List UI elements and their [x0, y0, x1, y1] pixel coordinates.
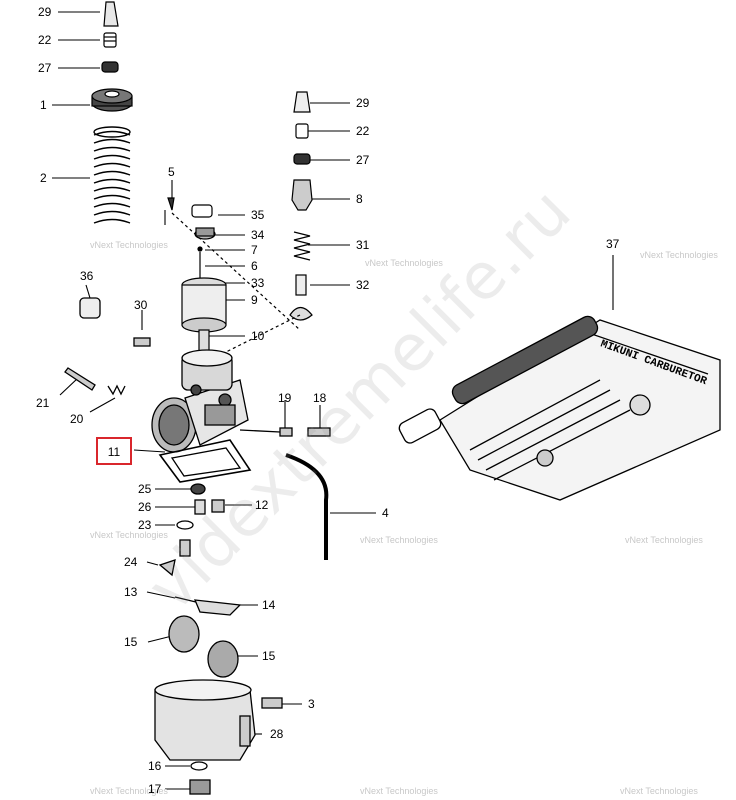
- highlighted-part-11[interactable]: 11: [96, 437, 132, 465]
- callout-9[interactable]: 9: [251, 293, 258, 307]
- callout-15-right[interactable]: 15: [262, 649, 276, 663]
- callout-7[interactable]: 7: [251, 243, 258, 257]
- callout-3[interactable]: 3: [308, 697, 315, 711]
- callout-33[interactable]: 33: [251, 276, 265, 290]
- callout-32[interactable]: 32: [356, 278, 370, 292]
- callout-18[interactable]: 18: [313, 391, 327, 405]
- callout-35[interactable]: 35: [251, 208, 265, 222]
- callout-8[interactable]: 8: [356, 192, 363, 206]
- callout-36[interactable]: 36: [80, 269, 94, 283]
- callout-19[interactable]: 19: [278, 391, 292, 405]
- callout-24[interactable]: 24: [124, 555, 138, 569]
- callout-15-left[interactable]: 15: [124, 635, 138, 649]
- callout-13[interactable]: 13: [124, 585, 138, 599]
- callout-1[interactable]: 1: [40, 98, 47, 112]
- callout-31[interactable]: 31: [356, 238, 370, 252]
- callout-17[interactable]: 17: [148, 782, 162, 796]
- callout-34[interactable]: 34: [251, 228, 265, 242]
- callout-12[interactable]: 12: [255, 498, 269, 512]
- callout-16[interactable]: 16: [148, 759, 162, 773]
- callout-20[interactable]: 20: [70, 412, 84, 426]
- callout-28[interactable]: 28: [270, 727, 284, 741]
- callout-22-right[interactable]: 22: [356, 124, 370, 138]
- callout-27-right[interactable]: 27: [356, 153, 370, 167]
- callout-10[interactable]: 10: [251, 329, 265, 343]
- callout-29-left[interactable]: 29: [38, 5, 52, 19]
- callout-30[interactable]: 30: [134, 298, 148, 312]
- callout-22-left[interactable]: 22: [38, 33, 52, 47]
- callout-23[interactable]: 23: [138, 518, 152, 532]
- callout-5[interactable]: 5: [168, 165, 175, 179]
- callout-2[interactable]: 2: [40, 171, 47, 185]
- callout-29-right[interactable]: 29: [356, 96, 370, 110]
- callout-27-left[interactable]: 27: [38, 61, 52, 75]
- callout-6[interactable]: 6: [251, 259, 258, 273]
- callout-4[interactable]: 4: [382, 506, 389, 520]
- callout-21[interactable]: 21: [36, 396, 50, 410]
- callout-26[interactable]: 26: [138, 500, 152, 514]
- highlighted-part-label: 11: [107, 445, 121, 459]
- callout-14[interactable]: 14: [262, 598, 276, 612]
- callout-37[interactable]: 37: [606, 237, 620, 251]
- callout-25[interactable]: 25: [138, 482, 152, 496]
